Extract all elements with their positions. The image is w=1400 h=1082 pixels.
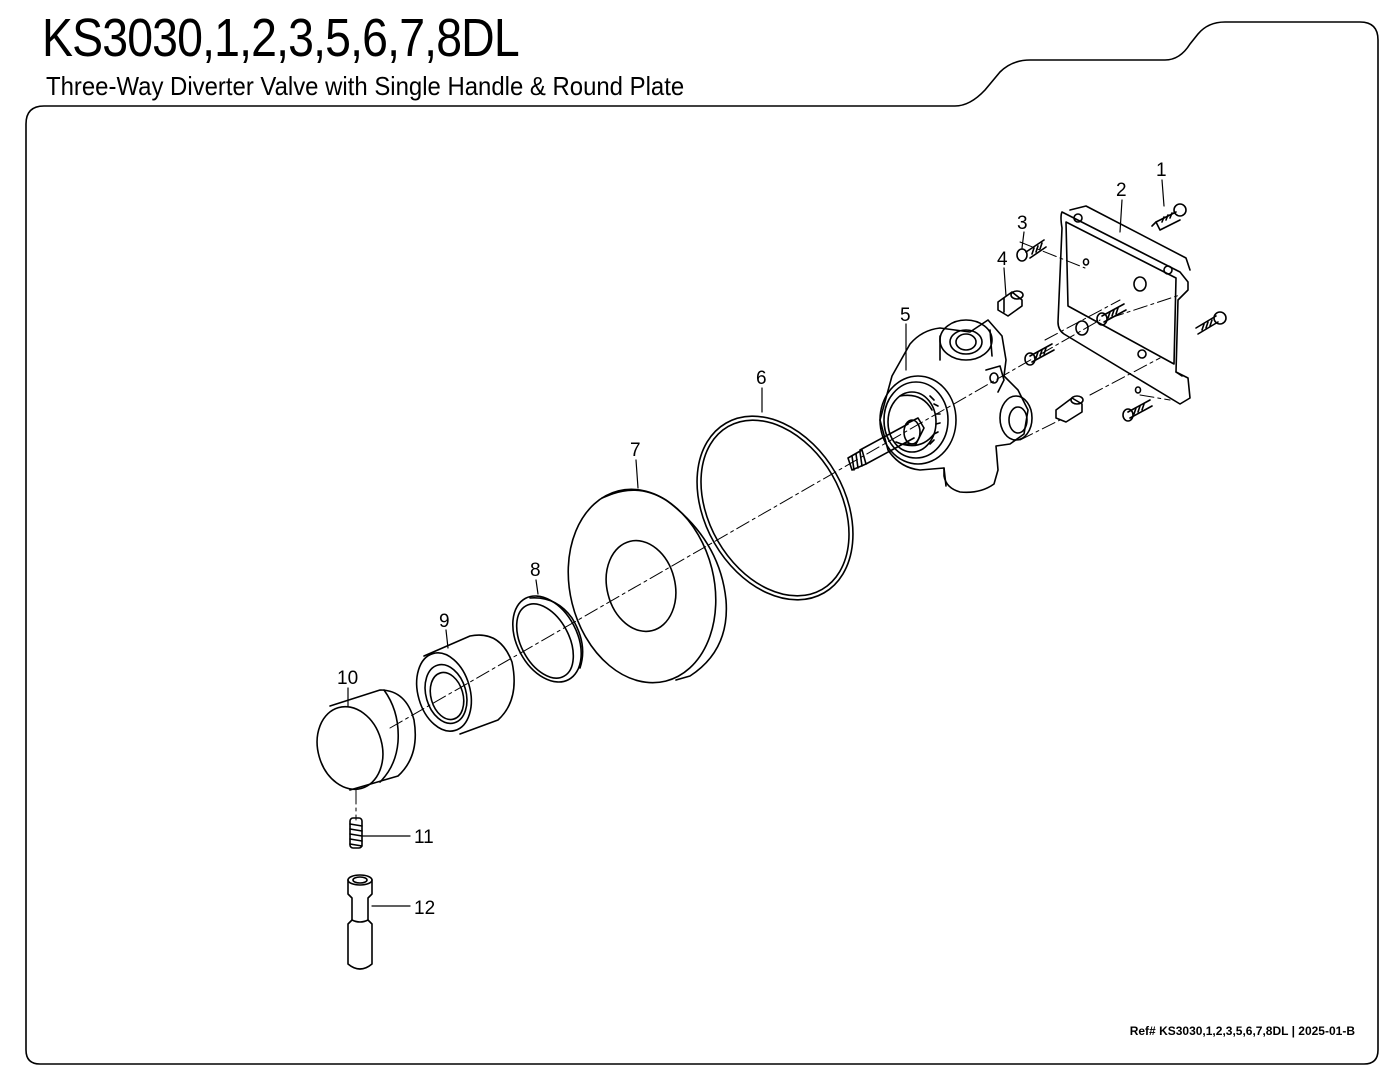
valve-body	[879, 319, 1033, 494]
callout-labels: 1 2 3 4 5 6 7 8 9 10 11 12	[337, 160, 1167, 919]
trim-ring	[512, 595, 584, 683]
spacer-sleeve-lower	[1055, 395, 1084, 423]
screw-bracket-middle	[1096, 303, 1127, 326]
callout-4: 4	[997, 249, 1008, 270]
page-subtitle: Three-Way Diverter Valve with Single Han…	[46, 71, 685, 101]
callout-3: 3	[1017, 213, 1028, 234]
set-screw	[349, 817, 363, 849]
stem-extension	[347, 874, 373, 970]
screw-lower	[1122, 399, 1153, 422]
screw-upper-right	[1195, 311, 1227, 335]
page-title: KS3030,1,2,3,5,6,7,8DL	[42, 8, 520, 68]
callout-10: 10	[337, 668, 358, 689]
callout-2: 2	[1116, 180, 1127, 201]
mounting-bracket	[1057, 205, 1191, 405]
o-ring-gasket	[696, 415, 854, 601]
screw-body-left	[1024, 343, 1055, 366]
valve-stem	[847, 417, 925, 471]
callout-12: 12	[414, 898, 435, 919]
round-escutcheon-plate	[567, 488, 728, 684]
callout-5: 5	[900, 305, 911, 326]
callout-leaders	[347, 179, 1165, 907]
screw-part-1	[1151, 203, 1187, 231]
reference-number: Ref# KS3030,1,2,3,5,6,7,8DL | 2025-01-B	[1129, 1024, 1355, 1038]
callout-9: 9	[439, 611, 450, 632]
callout-11: 11	[414, 827, 434, 848]
callout-8: 8	[530, 560, 541, 581]
drawing-frame	[25, 21, 1379, 1065]
handle-knob	[316, 689, 417, 791]
center-axis	[355, 241, 1181, 821]
callout-6: 6	[756, 368, 767, 389]
callout-1: 1	[1156, 160, 1167, 181]
handle-sleeve	[415, 634, 515, 735]
callout-7: 7	[630, 440, 641, 461]
spacer-sleeve-part-4	[997, 290, 1024, 317]
screw-part-3	[1016, 239, 1047, 262]
